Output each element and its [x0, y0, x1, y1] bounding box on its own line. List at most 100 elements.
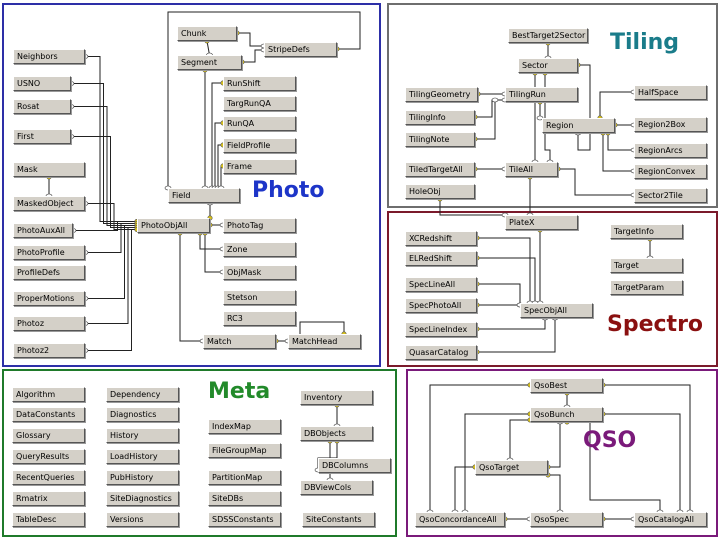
- table-spec-line-all[interactable]: SpecLineAll: [405, 277, 477, 292]
- table-sector2tile[interactable]: Sector2Tile: [634, 188, 707, 203]
- table-match[interactable]: Match: [203, 334, 276, 349]
- table-masked-object[interactable]: MaskedObject: [13, 196, 85, 211]
- table-pub-history[interactable]: PubHistory: [106, 470, 179, 485]
- table-db-view-cols[interactable]: DBViewCols: [300, 480, 373, 495]
- table-algorithm[interactable]: Algorithm: [12, 387, 85, 402]
- table-tiled-target-all[interactable]: TiledTargetAll: [405, 162, 475, 177]
- table-region2box[interactable]: Region2Box: [634, 117, 707, 132]
- table-tiling-info[interactable]: TilingInfo: [405, 110, 475, 125]
- relationship-line-23: [204, 233, 223, 273]
- table-qso-spec[interactable]: QsoSpec: [530, 512, 603, 527]
- relationship-line-42: [544, 73, 551, 162]
- relationship-line-6: [85, 223, 137, 253]
- table-site-constants[interactable]: SiteConstants: [302, 512, 375, 527]
- table-photo-obj-all[interactable]: PhotoObjAll: [137, 218, 210, 233]
- table-stetson[interactable]: Stetson: [223, 290, 296, 305]
- table-rosat[interactable]: Rosat: [13, 99, 71, 114]
- table-half-space[interactable]: HalfSpace: [634, 85, 707, 100]
- relationship-line-64: [548, 474, 561, 512]
- table-photo-profile[interactable]: PhotoProfile: [13, 245, 85, 260]
- table-profile-defs[interactable]: ProfileDefs: [13, 265, 85, 280]
- table-sdss-constants[interactable]: SDSSConstants: [208, 512, 281, 527]
- table-proper-motions[interactable]: ProperMotions: [13, 291, 85, 306]
- table-targ-run-qa[interactable]: TargRunQA: [223, 96, 296, 111]
- table-photo-aux-all[interactable]: PhotoAuxAll: [13, 223, 73, 238]
- relationship-line-14: [237, 32, 264, 47]
- table-obj-mask[interactable]: ObjMask: [223, 265, 296, 280]
- table-el-redshift[interactable]: ELRedShift: [405, 251, 477, 266]
- table-rmatrix[interactable]: Rmatrix: [12, 491, 85, 506]
- table-region-convex[interactable]: RegionConvex: [634, 164, 707, 179]
- table-data-constants[interactable]: DataConstants: [12, 407, 85, 422]
- table-zone[interactable]: Zone: [223, 242, 296, 257]
- table-inventory[interactable]: Inventory: [300, 390, 373, 405]
- table-tile-all[interactable]: TileAll: [505, 162, 558, 177]
- table-segment[interactable]: Segment: [177, 55, 242, 70]
- table-rc3[interactable]: RC3: [223, 311, 296, 326]
- table-quasar-catalog[interactable]: QuasarCatalog: [405, 345, 477, 360]
- table-spec-photo-all[interactable]: SpecPhotoAll: [405, 298, 477, 313]
- table-versions[interactable]: Versions: [106, 512, 179, 527]
- relationship-line-55: [603, 384, 691, 512]
- table-stripe-defs[interactable]: StripeDefs: [264, 42, 337, 57]
- table-spec-line-index[interactable]: SpecLineIndex: [405, 322, 477, 337]
- table-field-profile[interactable]: FieldProfile: [223, 138, 296, 153]
- table-match-head[interactable]: MatchHead: [288, 334, 361, 349]
- table-qso-best[interactable]: QsoBest: [530, 378, 603, 393]
- table-query-results[interactable]: QueryResults: [12, 449, 85, 464]
- table-hole-obj[interactable]: HoleObj: [405, 184, 475, 199]
- table-photoz[interactable]: Photoz: [13, 316, 85, 331]
- table-history[interactable]: History: [106, 428, 179, 443]
- table-spec-obj-all[interactable]: SpecObjAll: [520, 303, 593, 318]
- spectro-panel-title: Spectro: [607, 312, 704, 337]
- table-glossary[interactable]: Glossary: [12, 428, 85, 443]
- relationship-line-35: [607, 133, 634, 151]
- table-mask[interactable]: Mask: [13, 162, 85, 177]
- table-tiling-note[interactable]: TilingNote: [405, 132, 475, 147]
- relationship-line-48: [477, 318, 546, 330]
- table-region[interactable]: Region: [542, 118, 615, 133]
- table-partition-map[interactable]: PartitionMap: [208, 470, 281, 485]
- table-sector[interactable]: Sector: [518, 58, 578, 73]
- table-best-target2-sector[interactable]: BestTarget2Sector: [508, 28, 588, 43]
- relationship-line-46: [477, 283, 521, 305]
- table-target-param[interactable]: TargetParam: [610, 280, 683, 295]
- relationship-line-13: [242, 49, 264, 63]
- table-target-info[interactable]: TargetInfo: [610, 224, 683, 239]
- table-dependency[interactable]: Dependency: [106, 387, 179, 402]
- table-photoz2[interactable]: Photoz2: [13, 343, 85, 358]
- table-region-arcs[interactable]: RegionArcs: [634, 143, 707, 158]
- table-xc-redshift[interactable]: XCRedshift: [405, 231, 477, 246]
- table-qso-concordance-all[interactable]: QsoConcordanceAll: [415, 512, 505, 527]
- table-run-shift[interactable]: RunShift: [223, 76, 296, 91]
- table-tiling-run[interactable]: TilingRun: [505, 87, 578, 102]
- table-plate-x[interactable]: PlateX: [505, 215, 578, 230]
- relationship-line-9: [85, 229, 137, 351]
- table-site-diagnostics[interactable]: SiteDiagnostics: [106, 491, 179, 506]
- relationship-line-2: [71, 106, 137, 226]
- table-frame[interactable]: Frame: [223, 159, 296, 174]
- table-db-objects[interactable]: DBObjects: [300, 426, 373, 441]
- table-photo-tag[interactable]: PhotoTag: [223, 218, 296, 233]
- table-diagnostics[interactable]: Diagnostics: [106, 407, 179, 422]
- table-table-desc[interactable]: TableDesc: [12, 512, 85, 527]
- table-db-columns[interactable]: DBColumns: [318, 458, 391, 473]
- relationship-line-57: [464, 413, 530, 512]
- table-tiling-geometry[interactable]: TilingGeometry: [405, 87, 478, 102]
- table-index-map[interactable]: IndexMap: [208, 419, 281, 434]
- table-target[interactable]: Target: [610, 258, 683, 273]
- table-field[interactable]: Field: [168, 188, 240, 203]
- table-qso-catalog-all[interactable]: QsoCatalogAll: [634, 512, 707, 527]
- table-usno[interactable]: USNO: [13, 76, 71, 91]
- table-load-history[interactable]: LoadHistory: [106, 449, 179, 464]
- table-site-dbs[interactable]: SiteDBs: [208, 491, 281, 506]
- relationship-line-45: [477, 257, 536, 303]
- table-file-group-map[interactable]: FileGroupMap: [208, 443, 281, 458]
- table-chunk[interactable]: Chunk: [177, 26, 237, 41]
- table-neighbors[interactable]: Neighbors: [13, 49, 85, 64]
- table-recent-queries[interactable]: RecentQueries: [12, 470, 85, 485]
- table-qso-bunch[interactable]: QsoBunch: [530, 407, 603, 422]
- table-qso-target[interactable]: QsoTarget: [475, 460, 548, 475]
- table-first[interactable]: First: [13, 129, 71, 144]
- table-run-qa[interactable]: RunQA: [223, 116, 296, 131]
